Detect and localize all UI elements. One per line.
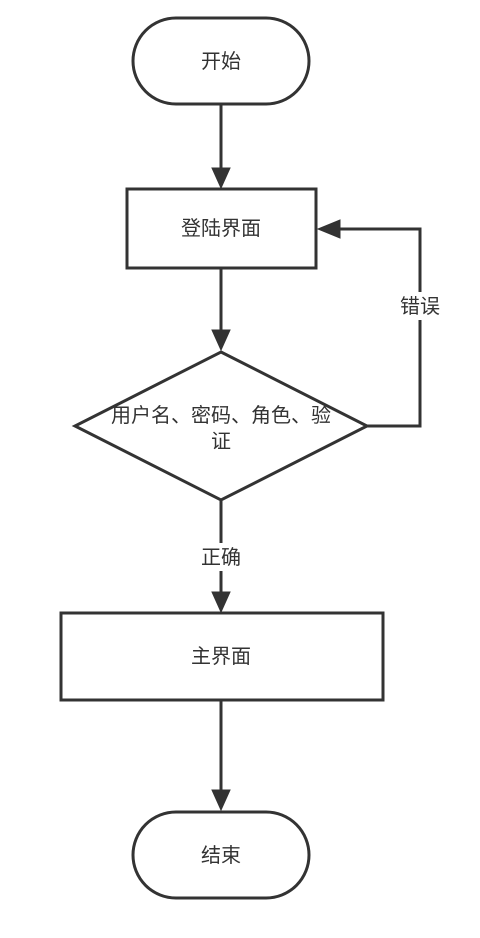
arrowhead-icon xyxy=(316,219,341,239)
verify-decision-node: 用户名、密码、角色、验 证 xyxy=(71,350,371,502)
login-label: 登陆界面 xyxy=(181,216,261,240)
end-label: 结束 xyxy=(201,843,241,867)
edge-correct: 正确 xyxy=(198,501,244,614)
verify-label-line1: 用户名、密码、角色、验 xyxy=(111,403,331,427)
arrowhead-icon xyxy=(211,789,231,812)
correct-edge-label: 正确 xyxy=(201,545,241,569)
verify-label-line2: 证 xyxy=(211,429,231,453)
login-node: 登陆界面 xyxy=(125,187,318,270)
arrowhead-icon xyxy=(211,329,231,352)
edge-error-loop: 错误 xyxy=(316,219,442,428)
end-node: 结束 xyxy=(131,810,311,900)
main-label: 主界面 xyxy=(191,644,251,668)
arrowhead-icon xyxy=(211,591,231,614)
start-node: 开始 xyxy=(131,16,311,106)
edge-login-to-verify xyxy=(211,269,231,352)
edge-start-to-login xyxy=(211,105,231,190)
error-edge-label: 错误 xyxy=(400,294,440,318)
edge-main-to-end xyxy=(211,701,231,812)
main-node: 主界面 xyxy=(59,611,385,702)
start-label: 开始 xyxy=(201,49,241,73)
arrowhead-icon xyxy=(211,167,231,190)
